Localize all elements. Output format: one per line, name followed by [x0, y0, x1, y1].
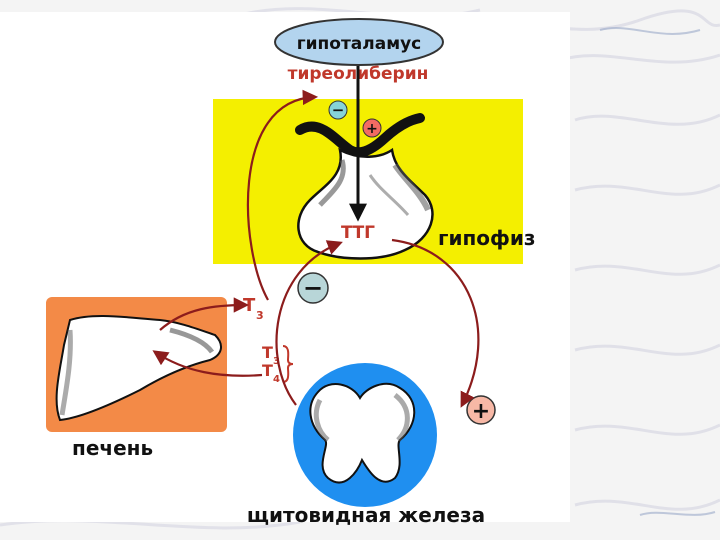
thyroid-gland — [293, 363, 437, 507]
t3-lower-subscript: 3 — [273, 356, 280, 367]
plus-circle-small: + — [362, 118, 382, 138]
arrow-liver-to-t3 — [159, 297, 250, 331]
pituitary-label: гипофиз — [438, 226, 536, 250]
arrow-t3-to-hypothalamus — [246, 89, 319, 301]
minus-sign-large: − — [303, 274, 323, 302]
t3-upper-subscript: 3 — [256, 309, 264, 322]
arrow-thyroid-to-ttg — [275, 240, 343, 406]
thyroid-label: щитовидная железа — [247, 503, 485, 527]
t4-lower-subscript: 4 — [273, 374, 280, 385]
t3-t4-lower-label: T 3 T 4 — [262, 343, 294, 385]
minus-circle-large: − — [297, 272, 329, 304]
t3-lower-letter: T — [262, 343, 273, 362]
arrow-ttg-to-thyroid — [391, 238, 480, 408]
plus-sign-large: + — [472, 399, 490, 424]
t3-t4-brace — [282, 345, 294, 383]
minus-sign-small: − — [332, 101, 345, 119]
liver-shape — [55, 314, 222, 422]
hypothalamus-label: гипоталамус — [297, 34, 422, 54]
arrow-t3t4-to-liver — [152, 350, 263, 377]
plus-sign-small: + — [366, 121, 378, 137]
ttg-label: ТТГ — [341, 223, 375, 243]
plus-circle-large: + — [466, 395, 496, 425]
hypothalamus-node: гипоталамус — [274, 18, 444, 66]
t4-lower-letter: T — [262, 361, 273, 380]
liver-label: печень — [72, 436, 153, 460]
t3-upper-label: T 3 — [243, 295, 264, 322]
minus-circle-small: − — [328, 100, 348, 120]
